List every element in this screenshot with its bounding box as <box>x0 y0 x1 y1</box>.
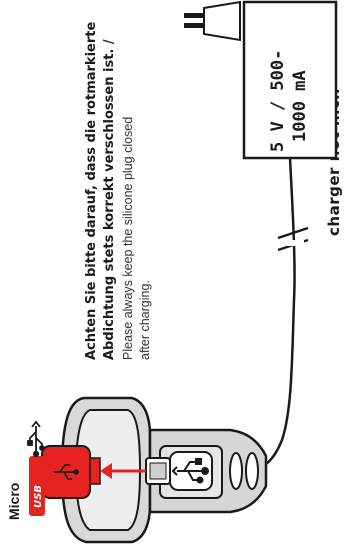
plug-body <box>203 0 241 42</box>
charger-spec-line-1: 5 V / 500- <box>268 50 288 152</box>
usb-logo-badge: USB <box>29 456 45 516</box>
usb-logo-text: USB <box>33 485 44 508</box>
usb-trident-icon <box>27 420 45 458</box>
charger-spec-line-2: 1000 mA <box>290 70 310 142</box>
plug-usb-icon <box>54 464 79 480</box>
cable-break-marks <box>277 226 309 252</box>
arrow-icon <box>100 463 146 479</box>
charging-cable <box>245 157 296 472</box>
usb-symbol-icon <box>171 458 209 484</box>
plug-prongs-icon <box>184 13 204 28</box>
charger-box <box>242 0 338 160</box>
